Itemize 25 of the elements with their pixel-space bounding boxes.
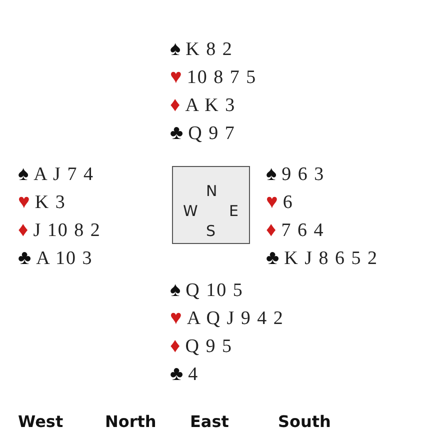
card-holding: ♣ Q 9 7 — [170, 122, 236, 145]
card-holding: ♦ A K 3 — [170, 94, 236, 117]
card-holding: ♠ Q 10 5 — [170, 279, 244, 302]
card-holding: ♠ K 8 2 — [170, 38, 233, 61]
compass-box — [172, 166, 250, 244]
card-holding: ♥ 6 — [266, 191, 294, 214]
card-holding: ♣ 4 — [170, 363, 199, 386]
direction-letter: N — [206, 183, 218, 199]
column-header: South — [278, 412, 331, 431]
card-holding: ♦ 7 6 4 — [266, 219, 324, 242]
card-holding: ♠ 9 6 3 — [266, 163, 325, 186]
direction-letter: E — [229, 203, 238, 219]
card-holding: ♣ K J 8 6 5 2 — [266, 247, 378, 270]
column-header: East — [190, 412, 229, 431]
card-holding: ♥ A Q J 9 4 2 — [170, 307, 284, 330]
card-holding: ♦ J 10 8 2 — [18, 219, 101, 242]
card-holding: ♠ A J 7 4 — [18, 163, 94, 186]
direction-letter: S — [206, 223, 216, 239]
column-header: West — [18, 412, 64, 431]
card-holding: ♥ 10 8 7 5 — [170, 66, 257, 89]
card-holding: ♦ Q 9 5 — [170, 335, 232, 358]
card-holding: ♥ K 3 — [18, 191, 66, 214]
direction-letter: W — [183, 203, 198, 219]
column-header: North — [105, 412, 156, 431]
card-holding: ♣ A 10 3 — [18, 247, 93, 270]
